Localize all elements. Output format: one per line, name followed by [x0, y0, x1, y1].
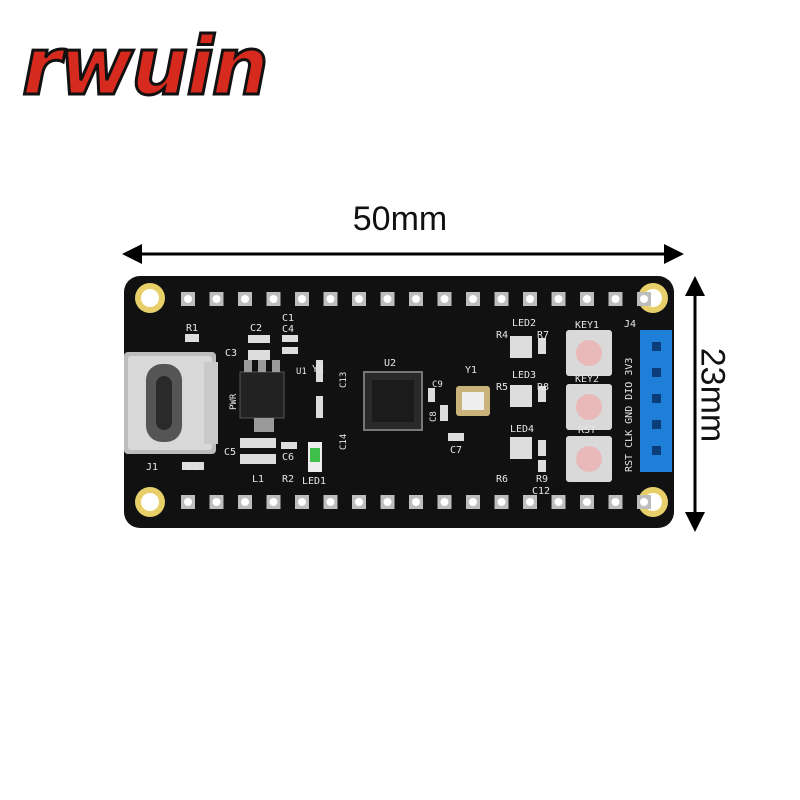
pin-hole	[554, 498, 563, 506]
label-c9: C9	[432, 380, 443, 390]
crystal-y1	[456, 386, 490, 416]
pin-hole	[326, 295, 335, 303]
label-led1: LED1	[302, 476, 326, 487]
label-u1: U1	[296, 367, 307, 377]
label-pwr: PWR	[229, 393, 239, 410]
label-y2: Y2	[312, 364, 324, 375]
silkscreen: R1 C2 C1 C4 C3 PWR U1 Y2 C13 U2 C9 Y1 C8…	[146, 313, 636, 497]
label-c2: C2	[250, 323, 262, 334]
pin-hole	[526, 498, 534, 506]
label-j1: J1	[146, 462, 158, 473]
pin-hole	[469, 498, 477, 506]
pin-hole	[184, 498, 192, 506]
label-led3: LED3	[512, 370, 536, 381]
label-r2: R2	[282, 474, 294, 485]
header-pin-hole	[652, 342, 661, 351]
smd-components	[182, 334, 546, 472]
header-j4	[640, 330, 672, 472]
label-key1: KEY1	[575, 320, 599, 331]
brand-logo: rwuin	[21, 20, 271, 113]
usb-c-connector	[124, 352, 218, 454]
label-c8: C8	[429, 411, 439, 422]
label-l1: L1	[252, 474, 264, 485]
pin-hole	[298, 498, 306, 506]
label-c14: C14	[339, 434, 349, 450]
label-led4: LED4	[510, 424, 534, 435]
pin-hole	[212, 498, 221, 506]
label-r1: R1	[186, 323, 198, 334]
header-pin-hole	[652, 446, 661, 455]
pin-hole	[269, 498, 278, 506]
label-header-pins: RST CLK GND DIO 3V3	[624, 358, 635, 472]
pin-hole	[355, 295, 363, 303]
label-c13: C13	[339, 372, 349, 388]
label-c4: C4	[282, 324, 294, 335]
header-pin-hole	[652, 394, 661, 403]
button-rst	[566, 436, 612, 482]
button-key2	[566, 384, 612, 430]
pin-hole	[184, 295, 192, 303]
pin-hole	[269, 295, 278, 303]
pin-hole	[583, 498, 591, 506]
label-c7: C7	[450, 445, 462, 456]
pin-hole	[554, 295, 563, 303]
label-r3: R3	[186, 462, 198, 473]
button-key1	[566, 330, 612, 376]
pin-hole	[241, 498, 249, 506]
pin-hole	[497, 498, 506, 506]
label-c1: C1	[282, 313, 294, 324]
pin-hole	[383, 295, 392, 303]
mounting-holes	[135, 283, 668, 517]
label-led2: LED2	[512, 318, 536, 329]
pin-hole	[526, 295, 534, 303]
pin-hole	[355, 498, 363, 506]
label-rst: RST	[578, 425, 596, 436]
pin-hole	[241, 295, 249, 303]
height-dimension-arrow	[685, 276, 705, 532]
label-r4: R4	[496, 330, 508, 341]
pin-hole	[611, 498, 620, 506]
pin-hole	[611, 295, 620, 303]
pin-hole	[497, 295, 506, 303]
label-c3: C3	[225, 348, 237, 359]
led-1	[308, 442, 322, 472]
label-y1: Y1	[465, 365, 477, 376]
pin-hole	[440, 295, 449, 303]
width-dimension-label: 50mm	[352, 200, 448, 238]
label-c12: C12	[532, 486, 550, 497]
mcu-chip-u2	[363, 371, 423, 431]
label-r5: R5	[496, 382, 508, 393]
height-dimension-label: 23mm	[693, 347, 732, 443]
pin-row-top	[181, 292, 651, 306]
pin-hole	[640, 295, 648, 303]
pin-row-bottom	[181, 495, 651, 509]
width-dimension-arrow	[122, 244, 684, 264]
pin-hole	[412, 295, 420, 303]
label-j4: J4	[624, 319, 636, 330]
label-r9: R9	[536, 474, 548, 485]
label-c6: C6	[282, 452, 294, 463]
header-pin-hole	[652, 420, 661, 429]
pin-hole	[440, 498, 449, 506]
label-r6: R6	[496, 474, 508, 485]
label-u2: U2	[384, 358, 396, 369]
label-r7: R7	[537, 330, 549, 341]
pin-hole	[326, 498, 335, 506]
pin-hole	[583, 295, 591, 303]
brand-logo-text: rwuin	[21, 20, 271, 113]
regulator-u1	[239, 360, 285, 432]
label-key2: KEY2	[575, 374, 599, 385]
label-c5: C5	[224, 447, 236, 458]
pin-hole	[640, 498, 648, 506]
pin-hole	[298, 295, 306, 303]
pin-hole	[383, 498, 392, 506]
pin-hole	[412, 498, 420, 506]
pin-hole	[469, 295, 477, 303]
header-pin-hole	[652, 368, 661, 377]
label-r8: R8	[537, 382, 549, 393]
pin-hole	[212, 295, 221, 303]
